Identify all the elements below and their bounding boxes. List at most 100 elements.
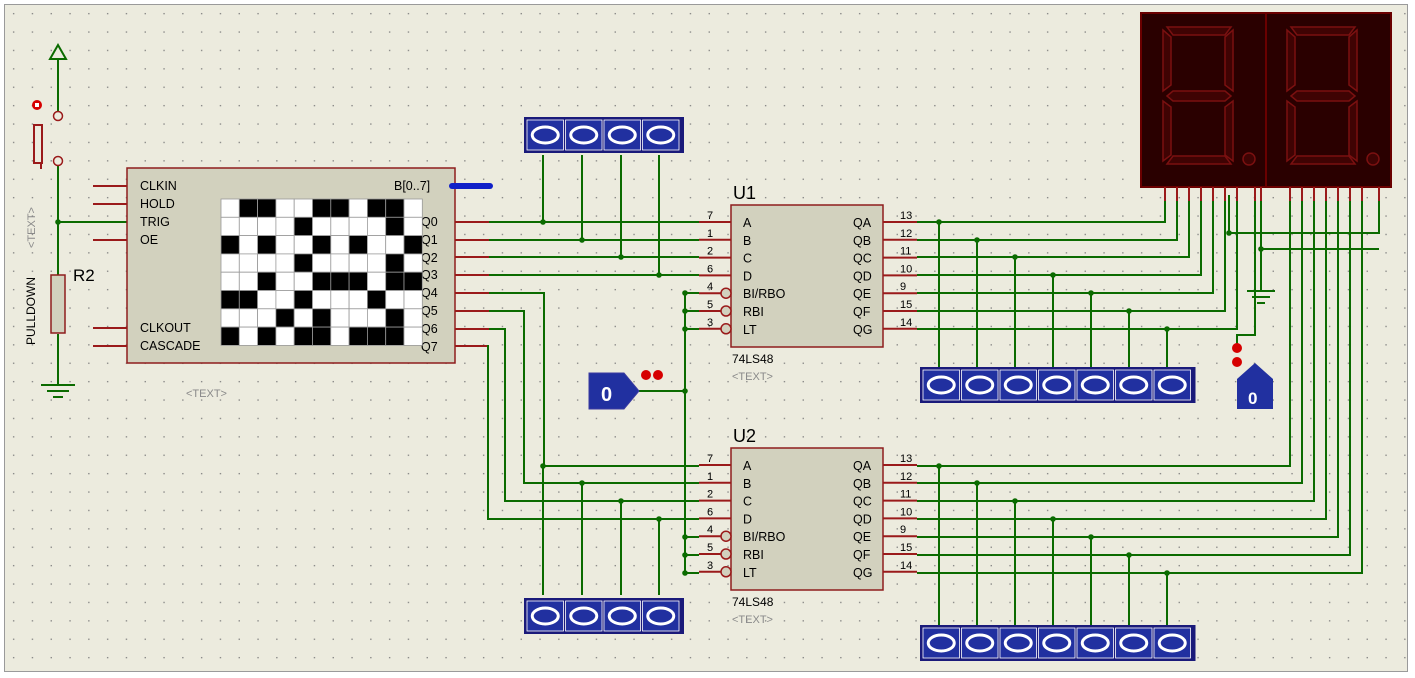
logic-state-toggle-icon[interactable]	[641, 370, 651, 380]
pattern-cell[interactable]	[220, 308, 240, 328]
resistor-r2[interactable]	[50, 274, 66, 334]
pattern-cell[interactable]	[257, 253, 277, 273]
logic-probe[interactable]: 0	[1038, 627, 1076, 659]
pattern-cell[interactable]	[275, 308, 295, 328]
pattern-cell[interactable]	[293, 271, 313, 291]
pattern-cell[interactable]	[385, 198, 405, 218]
pattern-cell[interactable]	[366, 326, 387, 346]
pattern-cell[interactable]	[330, 271, 350, 291]
pattern-cell[interactable]	[293, 216, 313, 237]
pattern-cell[interactable]	[275, 216, 295, 237]
pattern-cell[interactable]	[403, 235, 423, 255]
pattern-cell[interactable]	[403, 326, 423, 346]
pattern-cell[interactable]	[366, 198, 387, 218]
logic-probe[interactable]: 0	[526, 119, 564, 151]
pattern-cell[interactable]	[238, 198, 259, 218]
pattern-cell[interactable]	[238, 308, 259, 328]
pattern-grid[interactable]	[220, 198, 423, 346]
pattern-cell[interactable]	[312, 271, 332, 291]
pattern-cell[interactable]	[348, 216, 368, 237]
pattern-cell[interactable]	[220, 198, 240, 218]
pattern-cell[interactable]	[257, 198, 277, 218]
pattern-cell[interactable]	[366, 308, 387, 328]
pattern-cell[interactable]	[220, 326, 240, 346]
pattern-cell[interactable]	[403, 216, 423, 237]
pattern-cell[interactable]	[238, 216, 259, 237]
pattern-cell[interactable]	[366, 235, 387, 255]
logic-probe[interactable]: 0	[1115, 369, 1153, 401]
pattern-cell[interactable]	[385, 216, 405, 237]
logic-probe[interactable]: 0	[642, 600, 680, 632]
pattern-cell[interactable]	[257, 216, 277, 237]
pattern-cell[interactable]	[257, 308, 277, 328]
pattern-cell[interactable]	[330, 290, 350, 310]
pattern-cell[interactable]	[330, 216, 350, 237]
logic-probe[interactable]: 0	[565, 600, 603, 632]
pattern-cell[interactable]	[275, 290, 295, 310]
pattern-cell[interactable]	[257, 290, 277, 310]
pattern-cell[interactable]	[403, 253, 423, 273]
pattern-cell[interactable]	[238, 290, 259, 310]
pattern-cell[interactable]	[238, 326, 259, 346]
pattern-cell[interactable]	[348, 271, 368, 291]
logic-probe[interactable]: 0	[1153, 627, 1191, 659]
pattern-cell[interactable]	[220, 235, 240, 255]
logic-probe[interactable]: 0	[1076, 627, 1114, 659]
pattern-cell[interactable]	[275, 271, 295, 291]
pattern-cell[interactable]	[238, 271, 259, 291]
pattern-cell[interactable]	[385, 253, 405, 273]
pattern-cell[interactable]	[330, 308, 350, 328]
pattern-cell[interactable]	[238, 253, 259, 273]
pattern-cell[interactable]	[348, 198, 368, 218]
pattern-cell[interactable]	[275, 253, 295, 273]
pattern-cell[interactable]	[312, 253, 332, 273]
pattern-cell[interactable]	[330, 253, 350, 273]
pattern-cell[interactable]	[385, 326, 405, 346]
pattern-cell[interactable]	[385, 290, 405, 310]
logic-probe[interactable]: 0	[999, 627, 1037, 659]
pattern-cell[interactable]	[312, 290, 332, 310]
pattern-cell[interactable]	[385, 235, 405, 255]
pattern-cell[interactable]	[293, 198, 313, 218]
pattern-cell[interactable]	[403, 290, 423, 310]
pattern-cell[interactable]	[293, 308, 313, 328]
pattern-cell[interactable]	[366, 271, 387, 291]
pattern-cell[interactable]	[312, 235, 332, 255]
logic-probe[interactable]: 0	[603, 119, 641, 151]
pattern-cell[interactable]	[348, 235, 368, 255]
pattern-cell[interactable]	[348, 308, 368, 328]
pattern-cell[interactable]	[312, 198, 332, 218]
pattern-cell[interactable]	[330, 235, 350, 255]
pattern-cell[interactable]	[348, 290, 368, 310]
logic-probe[interactable]: 0	[1153, 369, 1191, 401]
pattern-cell[interactable]	[293, 290, 313, 310]
pattern-cell[interactable]	[220, 253, 240, 273]
pattern-cell[interactable]	[293, 326, 313, 346]
logic-probe[interactable]: 0	[642, 119, 680, 151]
logic-probe[interactable]: 0	[1115, 627, 1153, 659]
pattern-cell[interactable]	[366, 290, 387, 310]
pattern-cell[interactable]	[348, 253, 368, 273]
pattern-cell[interactable]	[312, 308, 332, 328]
dp-probe[interactable]: 0	[1237, 363, 1273, 409]
pattern-cell[interactable]	[312, 216, 332, 237]
pattern-cell[interactable]	[293, 253, 313, 273]
pattern-cell[interactable]	[220, 271, 240, 291]
logic-probe[interactable]: 0	[526, 600, 564, 632]
logic-probe[interactable]: 0	[1038, 369, 1076, 401]
pattern-cell[interactable]	[312, 326, 332, 346]
logic-state-source[interactable]: 0	[588, 372, 640, 410]
pattern-cell[interactable]	[275, 326, 295, 346]
pattern-cell[interactable]	[366, 216, 387, 237]
logic-state-toggle-icon[interactable]	[653, 370, 663, 380]
pattern-cell[interactable]	[257, 271, 277, 291]
pattern-cell[interactable]	[220, 216, 240, 237]
pattern-cell[interactable]	[330, 198, 350, 218]
logic-probe[interactable]: 0	[999, 369, 1037, 401]
pattern-cell[interactable]	[366, 253, 387, 273]
pattern-cell[interactable]	[293, 235, 313, 255]
pattern-cell[interactable]	[385, 271, 405, 291]
pattern-cell[interactable]	[257, 326, 277, 346]
